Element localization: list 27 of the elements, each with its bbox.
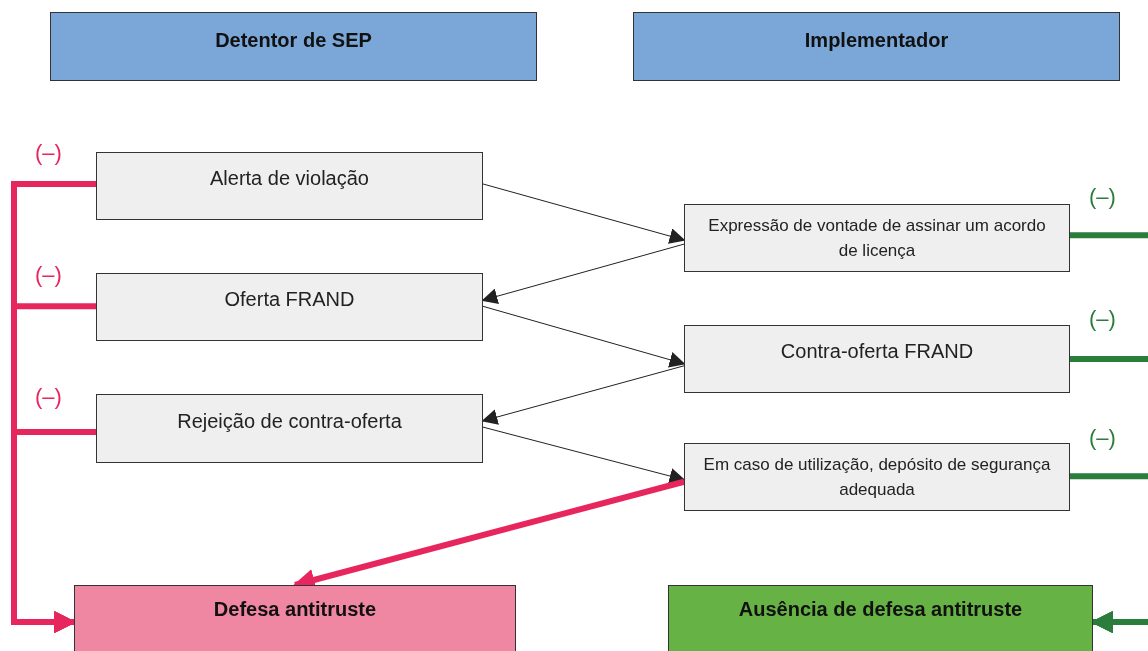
arrow xyxy=(482,426,686,484)
arrow xyxy=(1070,473,1148,634)
node-text: Detentor de SEP xyxy=(215,28,372,53)
process-box xyxy=(684,325,1070,393)
arrow xyxy=(481,243,685,305)
node-text: Ausência de defesa antitruste xyxy=(738,597,1023,622)
node-text: Contra-oferta FRAND xyxy=(780,339,974,364)
header-box xyxy=(633,12,1120,81)
process-box xyxy=(684,443,1070,511)
process-box xyxy=(96,394,483,463)
node-text: Defesa antitruste xyxy=(213,597,377,622)
node-text: Implementador xyxy=(804,28,949,53)
node-text: Alerta de violação xyxy=(210,166,369,191)
outcome-box xyxy=(74,585,516,651)
process-box xyxy=(96,152,483,220)
node-text: Expressão de vontade de assinar um acordo de licença xyxy=(707,215,1047,262)
node-text: Rejeição de contra-oferta xyxy=(177,408,402,434)
arrow xyxy=(11,428,96,634)
arrow xyxy=(482,305,686,368)
arrow xyxy=(482,183,686,244)
header-box xyxy=(50,12,537,81)
arrow xyxy=(481,365,685,425)
outcome-box xyxy=(668,585,1093,651)
node-text: Em caso de utilização, depósito de segurança adequada xyxy=(702,454,1052,501)
process-box xyxy=(684,204,1070,272)
process-box xyxy=(96,273,483,341)
node-text: Oferta FRAND xyxy=(224,287,355,312)
